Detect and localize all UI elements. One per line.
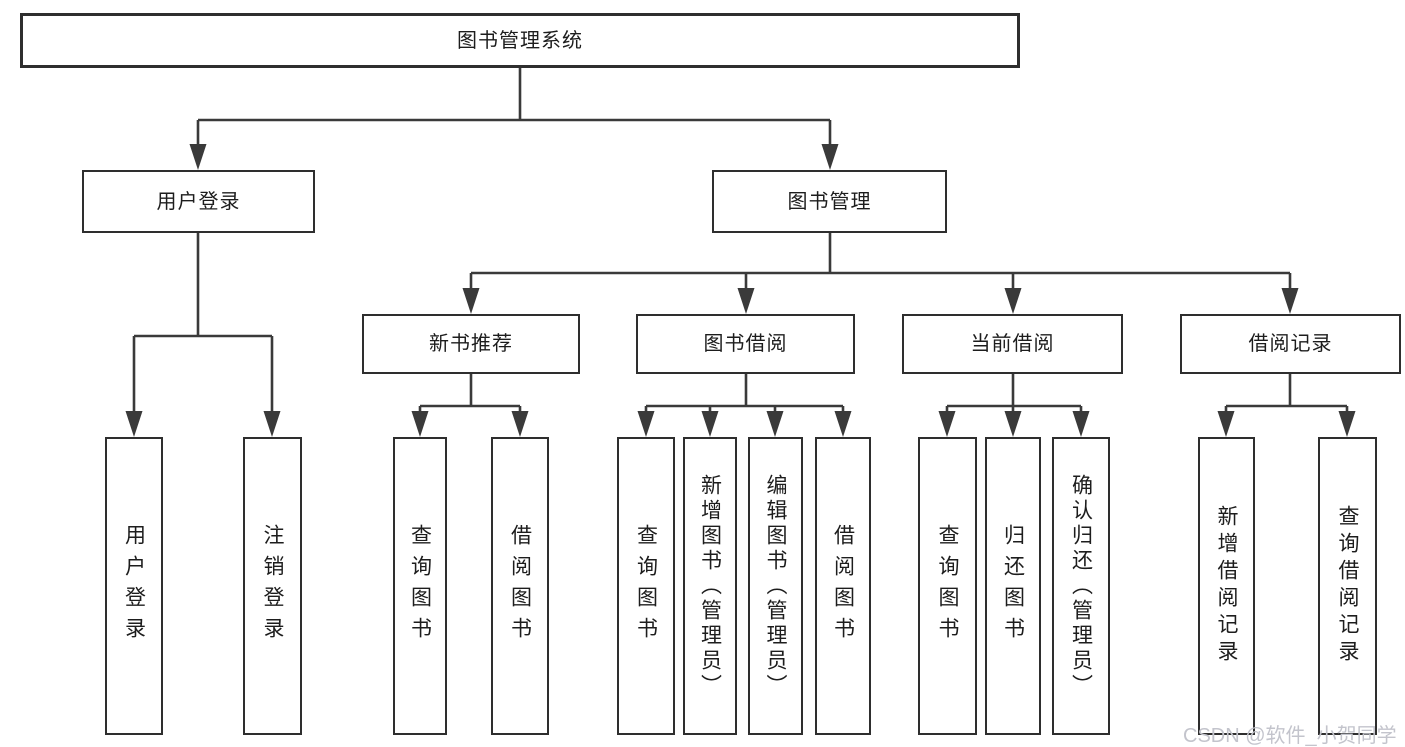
arrowhead	[938, 411, 1090, 437]
edge-current-borrow-to-children	[938, 374, 1090, 437]
arrowhead	[637, 411, 852, 437]
arrowhead	[411, 411, 529, 437]
leaf-current-query-books: 查询图书	[918, 437, 977, 735]
edge-book-borrow-to-children	[637, 374, 852, 437]
leaf-recommend-borrow-books: 借阅图书	[491, 437, 549, 735]
edge-book-management-to-children	[462, 233, 1299, 314]
node-new-book-recommend: 新书推荐	[362, 314, 580, 374]
edge-root-to-level2	[189, 68, 839, 170]
node-borrow-records: 借阅记录	[1180, 314, 1401, 374]
edge-line	[1224, 374, 1349, 417]
leaf-borrow-borrow-books: 借阅图书	[815, 437, 871, 735]
edge-user-login-to-children	[125, 233, 281, 437]
edge-line	[132, 233, 274, 417]
edge-line	[469, 233, 1292, 294]
edge-line	[644, 374, 845, 417]
csdn-watermark: CSDN @软件_小贺同学	[1183, 725, 1397, 747]
leaf-borrow-query-books: 查询图书	[617, 437, 675, 735]
edge-line	[196, 68, 832, 150]
leaf-logout-login: 注销登录	[243, 437, 302, 735]
arrowhead	[125, 411, 281, 437]
node-user-login: 用户登录	[82, 170, 315, 233]
node-current-borrow: 当前借阅	[902, 314, 1123, 374]
arrowhead	[189, 144, 839, 170]
arrowhead	[462, 288, 1299, 314]
leaf-borrow-add-books-admin: 新增图书（管理员）	[683, 437, 737, 735]
edge-line	[418, 374, 522, 417]
node-book-borrow: 图书借阅	[636, 314, 855, 374]
edge-new-book-recommend-to-children	[411, 374, 529, 437]
node-book-management: 图书管理	[712, 170, 947, 233]
node-root-library-system: 图书管理系统	[20, 13, 1020, 68]
edge-line	[945, 374, 1083, 417]
leaf-current-confirm-return-admin: 确认归还（管理员）	[1052, 437, 1110, 735]
leaf-borrow-edit-books-admin: 编辑图书（管理员）	[748, 437, 803, 735]
leaf-recommend-query-books: 查询图书	[393, 437, 447, 735]
leaf-records-add-record: 新增借阅记录	[1198, 437, 1255, 735]
leaf-current-return-books: 归还图书	[985, 437, 1041, 735]
leaf-records-query-record: 查询借阅记录	[1318, 437, 1377, 735]
arrowhead	[1217, 411, 1356, 437]
edge-borrow-records-to-children	[1217, 374, 1356, 437]
leaf-user-login: 用户登录	[105, 437, 163, 735]
